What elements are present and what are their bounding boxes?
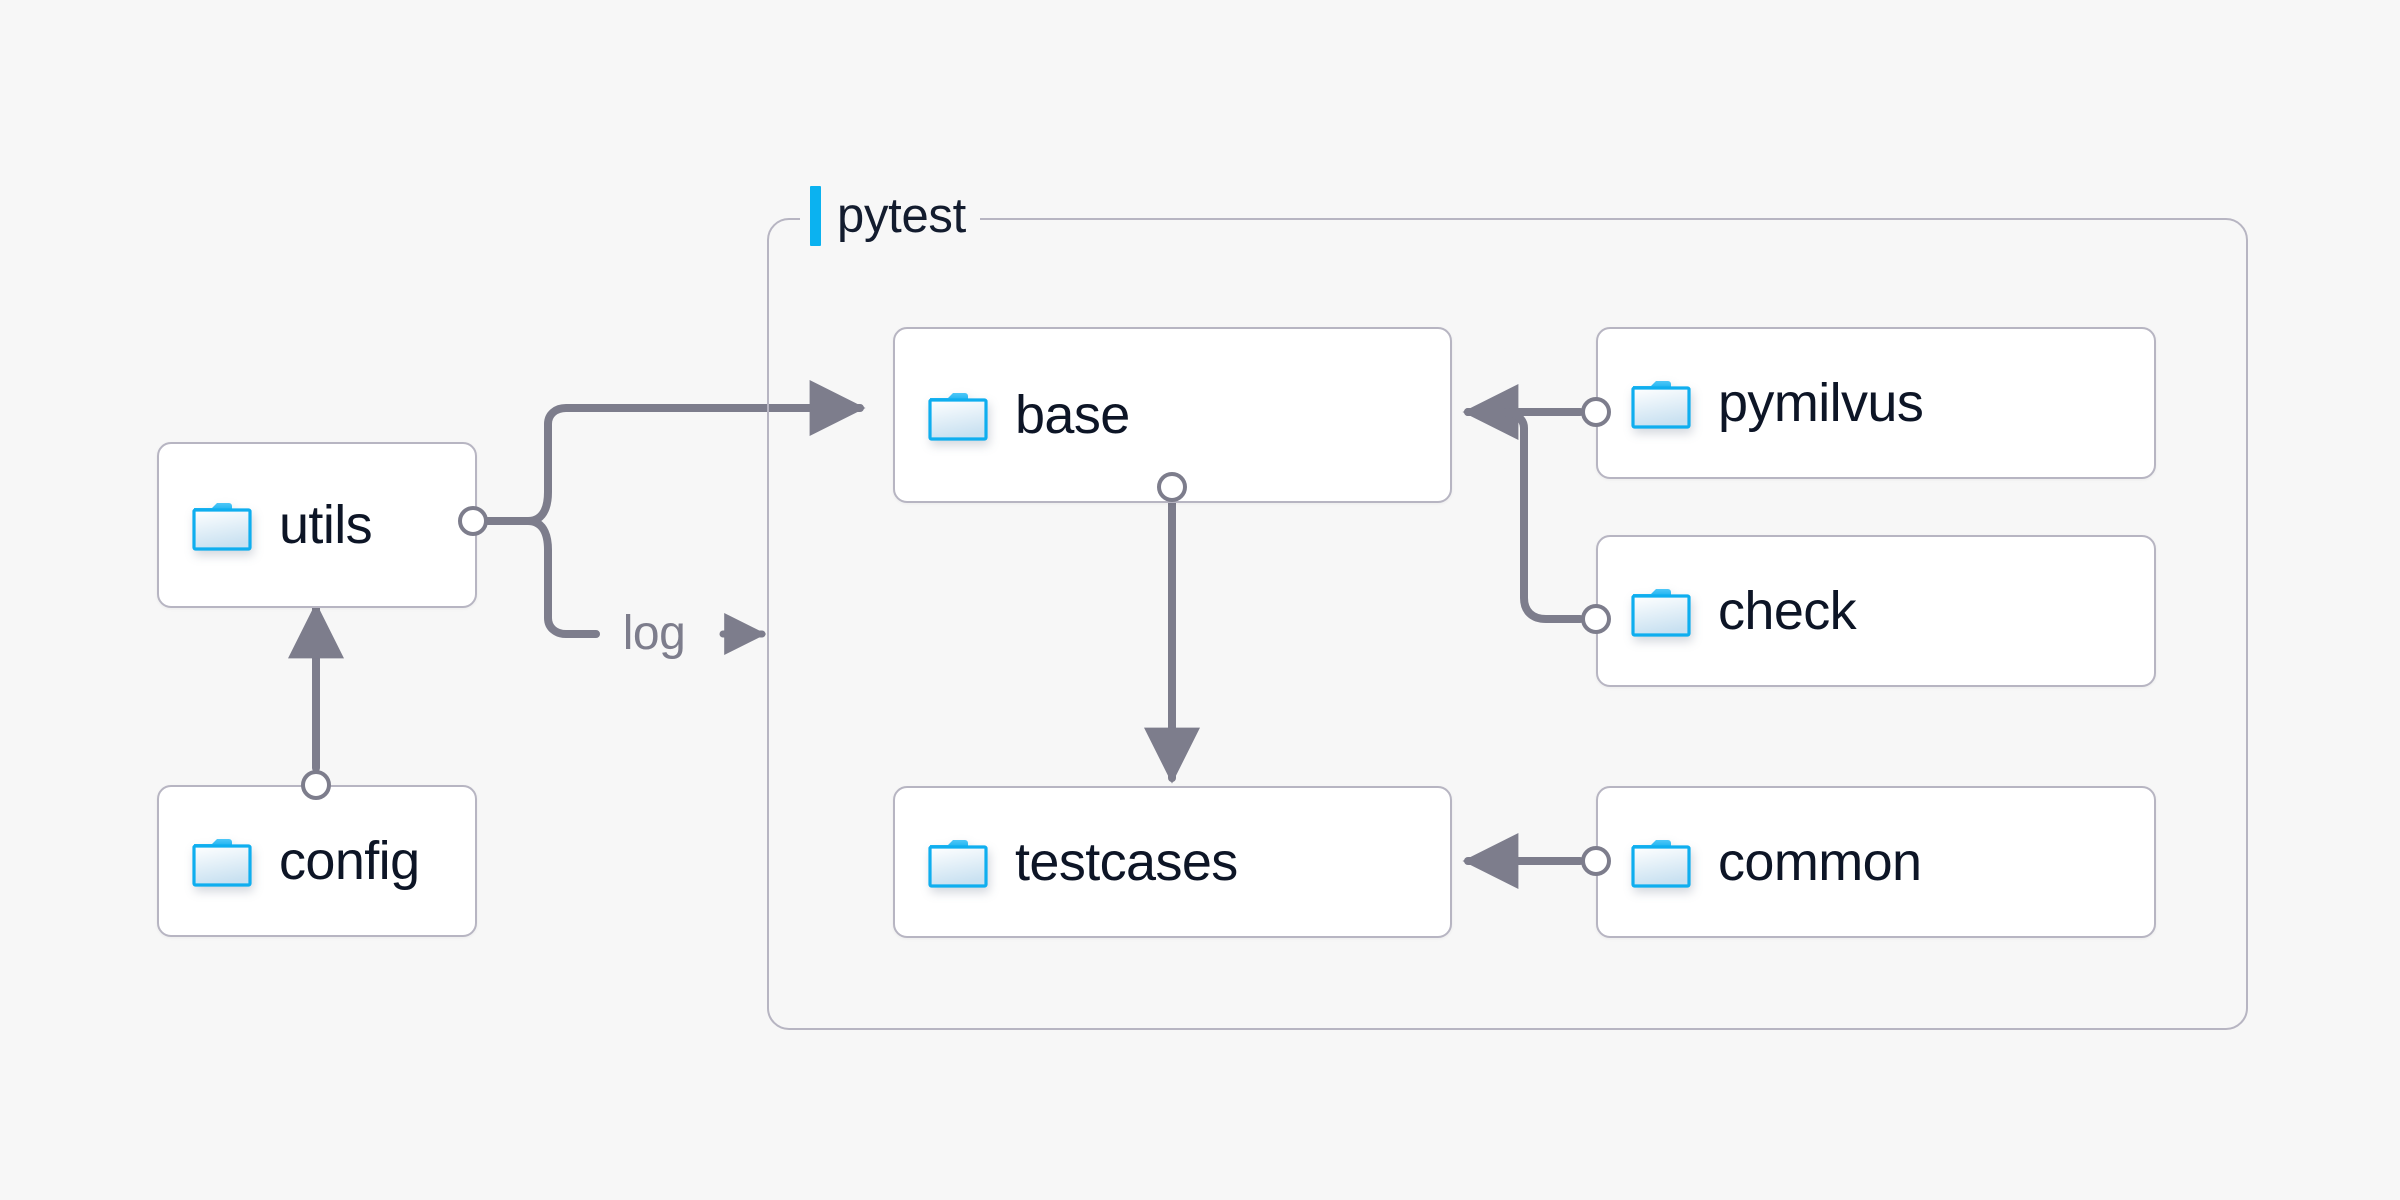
port-config-top[interactable] <box>301 770 331 800</box>
group-accent-bar <box>810 186 821 246</box>
port-base-bottom[interactable] <box>1157 472 1187 502</box>
node-base-content: base <box>895 388 1130 442</box>
node-testcases-content: testcases <box>895 835 1238 889</box>
folder-icon <box>927 388 989 442</box>
node-config-content: config <box>159 834 420 888</box>
node-check-label: check <box>1718 581 1857 641</box>
node-utils[interactable]: utils <box>157 442 477 608</box>
port-pymilvus-left[interactable] <box>1581 397 1611 427</box>
folder-icon <box>1630 376 1692 430</box>
folder-icon <box>1630 584 1692 638</box>
node-testcases[interactable]: testcases <box>893 786 1452 938</box>
node-base-label: base <box>1015 385 1130 445</box>
node-config-label: config <box>279 831 420 891</box>
node-check-content: check <box>1598 581 1857 641</box>
folder-icon <box>191 498 253 552</box>
node-pymilvus[interactable]: pymilvus <box>1596 327 2156 479</box>
folder-icon <box>927 835 989 889</box>
port-common-left[interactable] <box>1581 846 1611 876</box>
edge-utils-log <box>524 517 600 638</box>
node-check[interactable]: check <box>1596 535 2156 687</box>
group-container-pytest[interactable] <box>767 218 2248 1030</box>
node-utils-label: utils <box>279 495 373 555</box>
node-config[interactable]: config <box>157 785 477 937</box>
group-title: pytest <box>837 188 966 243</box>
folder-icon <box>191 834 253 888</box>
edge-label-log: log <box>622 607 686 660</box>
folder-icon <box>1630 835 1692 889</box>
group-label-pytest[interactable]: pytest <box>800 186 980 246</box>
node-pymilvus-content: pymilvus <box>1598 373 1924 433</box>
port-check-left[interactable] <box>1581 604 1611 634</box>
node-common-label: common <box>1718 832 1922 892</box>
port-utils-right[interactable] <box>458 506 488 536</box>
node-common-content: common <box>1598 832 1922 892</box>
node-utils-content: utils <box>159 495 373 555</box>
node-testcases-label: testcases <box>1015 832 1238 892</box>
node-common[interactable]: common <box>1596 786 2156 938</box>
node-pymilvus-label: pymilvus <box>1718 373 1924 433</box>
